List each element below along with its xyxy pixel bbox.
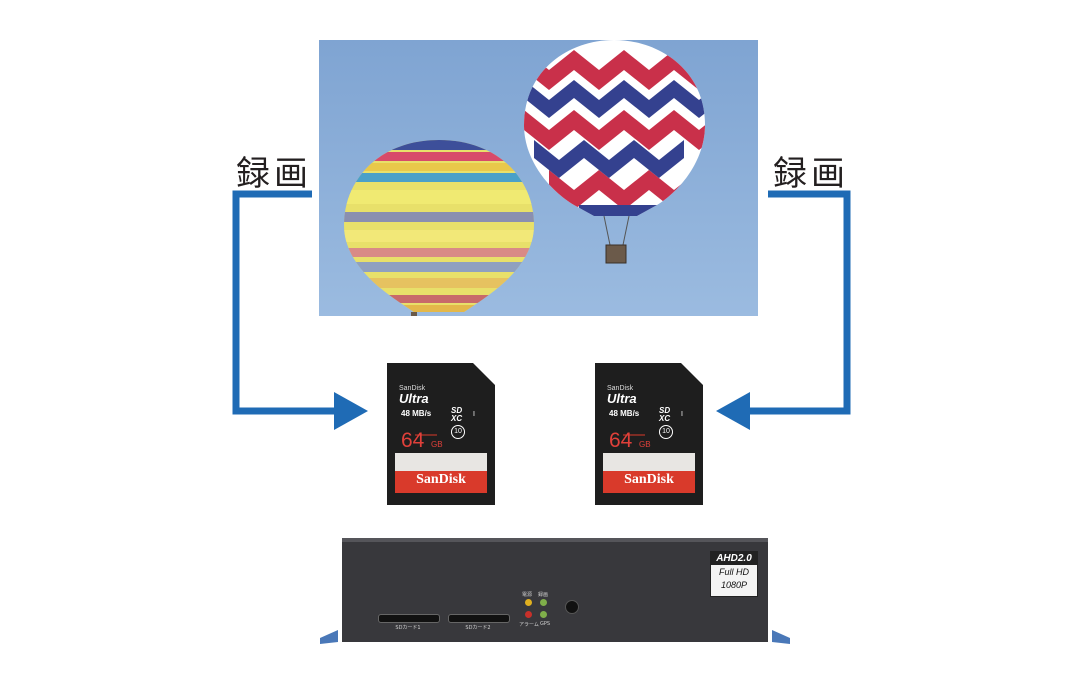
led-gps xyxy=(540,611,547,618)
sd-xc-logo: SD XC xyxy=(451,406,463,423)
sd-capacity: 64 xyxy=(401,429,425,452)
ahd-badge: AHD2.0 Full HD 1080P xyxy=(710,551,758,597)
sd-slot-1[interactable] xyxy=(378,614,440,623)
arrow-right xyxy=(748,190,851,415)
sd-capacity-unit: GB xyxy=(639,440,651,449)
ahd-badge-line2: Full HD xyxy=(718,567,749,577)
led-record xyxy=(540,599,547,606)
yellow-balloon xyxy=(344,140,534,312)
chevron-balloon xyxy=(524,40,705,216)
led-alarm-label: アラーム xyxy=(519,622,539,628)
led-record-label: 録画 xyxy=(538,592,549,598)
balloon-basket xyxy=(603,215,630,246)
sd-series: Ultra xyxy=(607,391,637,406)
ahd-badge-line3: 1080P xyxy=(720,580,748,590)
led-gps-label: GPS xyxy=(540,621,551,627)
arrow-left xyxy=(232,190,338,415)
power-button[interactable] xyxy=(565,600,579,614)
led-power-label: 電源 xyxy=(522,592,533,598)
sd-uhs: I xyxy=(473,411,475,418)
ahd-badge-title: AHD2.0 xyxy=(711,552,757,565)
sd-slot-2[interactable] xyxy=(448,614,510,623)
sd-speed: 48 MB/s xyxy=(401,409,432,418)
led-alarm xyxy=(525,611,532,618)
sd-card-body xyxy=(595,363,703,505)
sd-card-right: SanDisk Ultra 48 MB/s SD XC I 10 64 GB S… xyxy=(595,363,703,505)
balloon-photo xyxy=(319,40,758,316)
sd-capacity: 64 xyxy=(609,429,633,452)
sd-uhs: I xyxy=(681,411,683,418)
arrow-right-head xyxy=(716,392,750,430)
sd-capacity-unit: GB xyxy=(431,440,443,449)
led-power xyxy=(525,599,532,606)
sd-speed: 48 MB/s xyxy=(609,409,640,418)
sd-card-body xyxy=(387,363,495,505)
sd-class: 10 xyxy=(451,425,465,439)
sd-slot-2-label: SDカード2 xyxy=(465,625,491,631)
sd-xc-logo: SD XC xyxy=(659,406,671,423)
sd-brand-small: SanDisk xyxy=(607,385,634,392)
sd-slot-1-label: SDカード1 xyxy=(395,625,421,631)
sd-series: Ultra xyxy=(399,391,429,406)
sd-brand-logo: SanDisk xyxy=(624,472,674,487)
arrow-left-head xyxy=(334,392,368,430)
record-label-left: 録画 xyxy=(236,154,312,194)
sd-brand-small: SanDisk xyxy=(399,385,426,392)
recorder-device: AHD2.0 Full HD 1080P SDカード1 SDカード2 電源 録画… xyxy=(320,538,790,644)
sd-brand-logo: SanDisk xyxy=(416,472,466,487)
device-body xyxy=(320,538,790,644)
record-label-right: 録画 xyxy=(773,154,849,194)
sd-class: 10 xyxy=(659,425,673,439)
sd-card-left: SanDisk Ultra 48 MB/s SD XC I 10 64 GB S… xyxy=(387,363,495,505)
